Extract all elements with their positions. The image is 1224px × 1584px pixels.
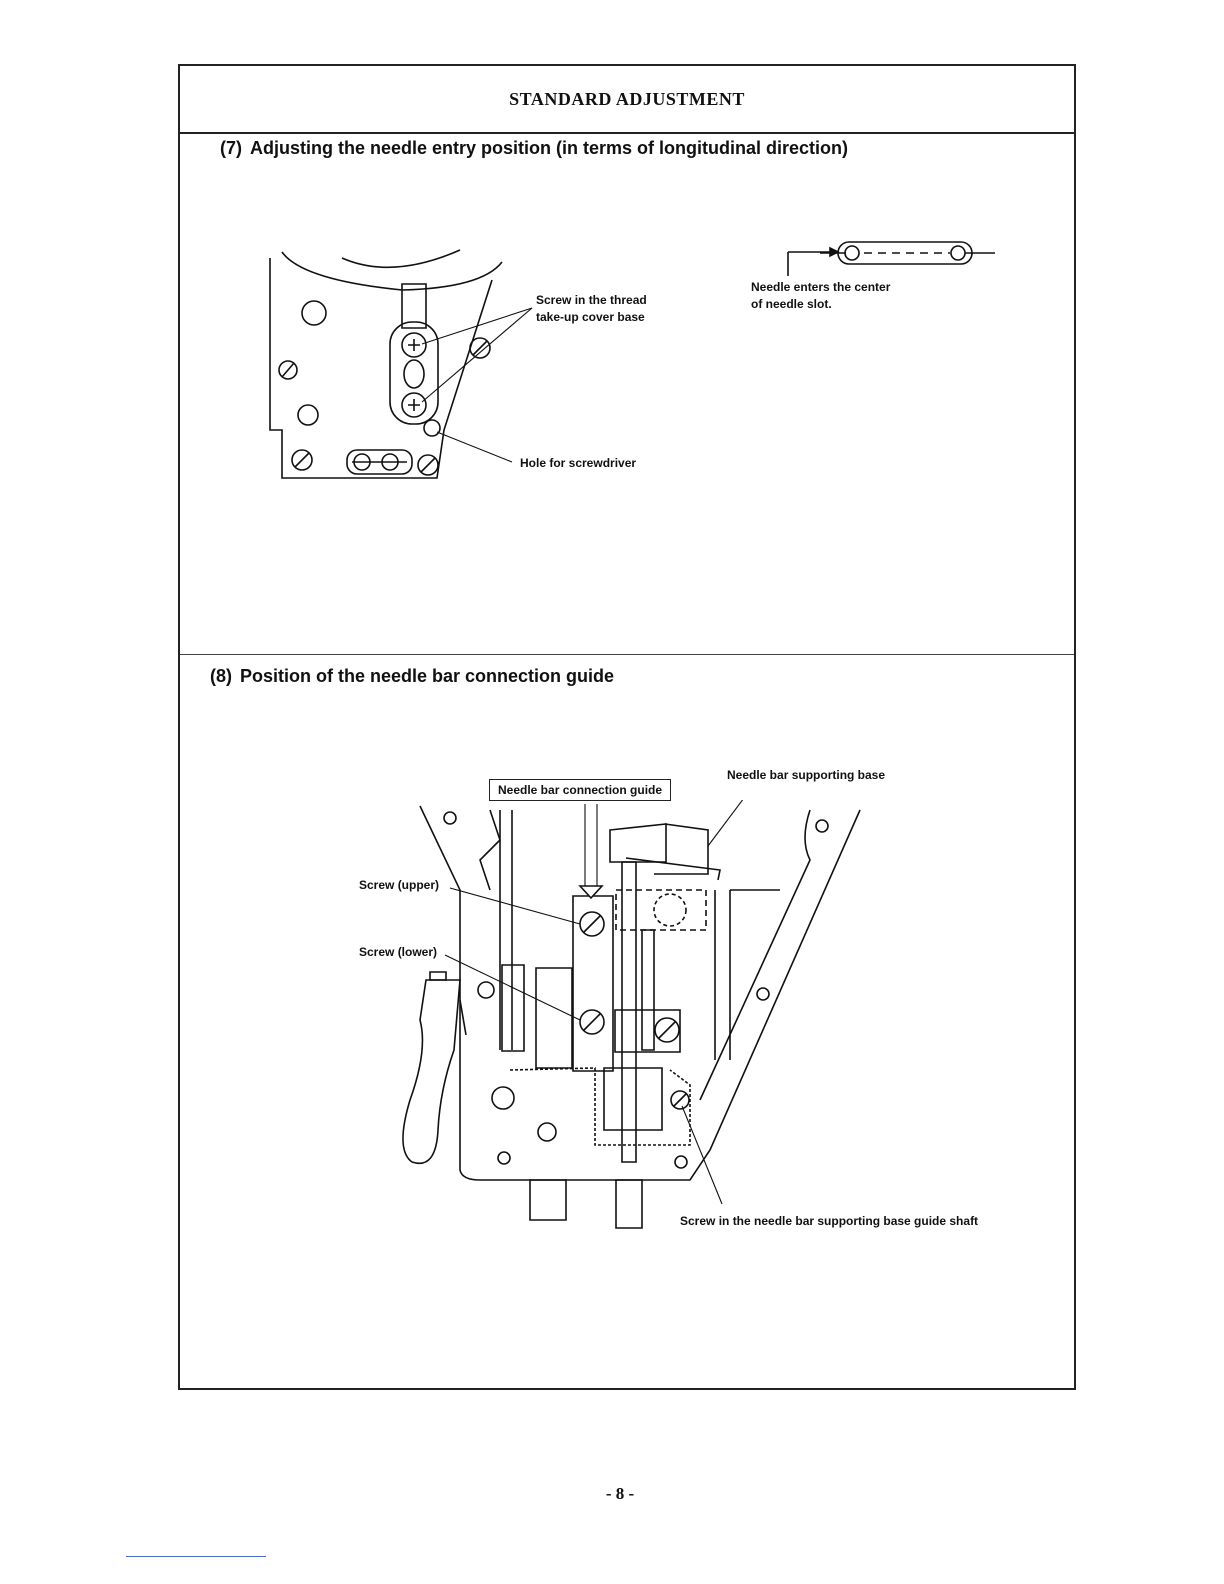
label-needle-bar-connection-guide: Needle bar connection guide xyxy=(489,779,672,801)
label-needle-enters: Needle enters the center of needle slot. xyxy=(751,280,891,311)
page-frame: STANDARD ADJUSTMENT (7) Adjusting the nee… xyxy=(178,64,1076,1390)
label-needle-bar-supporting-base: Needle bar supporting base xyxy=(727,768,886,782)
figure-needle-slot xyxy=(780,238,1000,278)
label-screw-upper: Screw (upper) xyxy=(359,878,440,892)
page-number: - 8 - xyxy=(605,1484,635,1503)
label-guide-shaft-screw: Screw in the needle bar supporting base … xyxy=(680,1214,979,1228)
section-divider xyxy=(180,654,1074,655)
section7-title: (7) Adjusting the needle entry position (… xyxy=(220,138,848,159)
section7-number: (7) xyxy=(220,138,242,158)
label-screw-lower: Screw (lower) xyxy=(359,945,438,959)
label-screw-cover-base: Screw in the thread take-up cover base xyxy=(536,293,647,324)
bottom-rule xyxy=(126,1556,266,1557)
label-hole-screwdriver: Hole for screwdriver xyxy=(520,456,637,470)
section8-title-text: Position of the needle bar connection gu… xyxy=(240,666,615,686)
figure-needle-bar-guide xyxy=(390,800,870,1230)
section8-title: (8) Position of the needle bar connection… xyxy=(210,666,614,687)
section8-number: (8) xyxy=(210,666,232,686)
figure-take-up-cover xyxy=(262,240,542,500)
page-header: STANDARD ADJUSTMENT xyxy=(180,66,1074,134)
section7-title-text: Adjusting the needle entry position (in … xyxy=(250,138,849,158)
